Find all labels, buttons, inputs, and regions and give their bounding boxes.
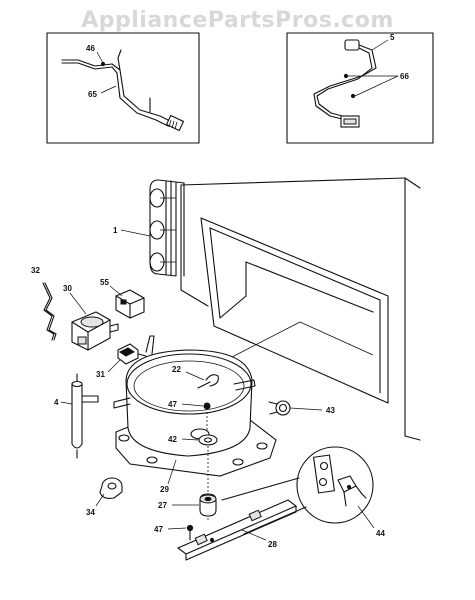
part-22-clip xyxy=(197,374,219,389)
callout-1: 1 xyxy=(113,226,151,237)
callout-label-42: 42 xyxy=(168,435,177,444)
callout-46: 46 xyxy=(86,44,104,64)
callout-31: 31 xyxy=(96,359,121,379)
callout-66: 66 xyxy=(348,72,409,97)
callout-label-29: 29 xyxy=(160,485,169,494)
callout-label-1: 1 xyxy=(113,226,118,235)
callout-65: 65 xyxy=(88,85,117,99)
cabinet xyxy=(180,177,421,441)
callout-label-34: 34 xyxy=(86,508,95,517)
callout-label-30: 30 xyxy=(63,284,72,293)
part-4-drier xyxy=(71,373,99,459)
callout-28: 28 xyxy=(241,529,277,549)
callout-label-27: 27 xyxy=(158,501,167,510)
callout-label-46: 46 xyxy=(86,44,95,53)
part-47-screw-lower xyxy=(186,524,194,541)
callout-label-47-lower: 47 xyxy=(154,525,163,534)
callout-label-31: 31 xyxy=(96,370,105,379)
watermark: AppliancePartsPros.com xyxy=(81,8,394,33)
callout-label-43: 43 xyxy=(326,406,335,415)
callout-29: 29 xyxy=(160,459,177,494)
part-34-power-cord xyxy=(99,477,123,499)
callout-label-28: 28 xyxy=(268,540,277,549)
callout-22: 22 xyxy=(172,365,205,381)
callout-27: 27 xyxy=(158,501,199,510)
part-32-wire xyxy=(42,282,57,341)
callout-47-upper: 47 xyxy=(168,400,204,409)
part-29-compressor xyxy=(113,335,277,477)
callout-44: 44 xyxy=(357,505,385,538)
callout-label-5: 5 xyxy=(390,33,395,42)
callout-32: 32 xyxy=(31,266,40,275)
callout-label-44: 44 xyxy=(376,529,385,538)
callout-4: 4 xyxy=(54,398,73,407)
callout-label-22: 22 xyxy=(172,365,181,374)
callout-label-4: 4 xyxy=(54,398,59,407)
callout-label-32: 32 xyxy=(31,266,40,275)
callout-47-lower: 47 xyxy=(154,525,187,534)
callout-label-47-upper: 47 xyxy=(168,400,177,409)
inset-box-left xyxy=(46,32,200,144)
part-55-relay-cover xyxy=(115,289,145,319)
part-47-nut-upper xyxy=(203,402,211,430)
callout-label-65: 65 xyxy=(88,90,97,99)
part-42-grommet xyxy=(198,434,218,446)
callout-label-66: 66 xyxy=(400,72,409,81)
inset-box-right xyxy=(286,32,434,144)
part-27-grommet xyxy=(199,493,217,517)
part-44-outlet-detail xyxy=(221,446,374,535)
part-28-rail xyxy=(176,499,298,561)
part-31-terminal xyxy=(117,343,147,365)
callout-30: 30 xyxy=(63,284,87,315)
callout-43: 43 xyxy=(289,406,335,415)
part-30-relay xyxy=(71,311,119,351)
callout-5: 5 xyxy=(371,33,395,51)
callout-42: 42 xyxy=(168,435,199,444)
callout-34: 34 xyxy=(86,493,105,517)
part-1-condenser xyxy=(149,179,185,277)
callout-55: 55 xyxy=(100,278,123,297)
part-43-clamp xyxy=(268,400,291,416)
callout-label-55: 55 xyxy=(100,278,109,287)
